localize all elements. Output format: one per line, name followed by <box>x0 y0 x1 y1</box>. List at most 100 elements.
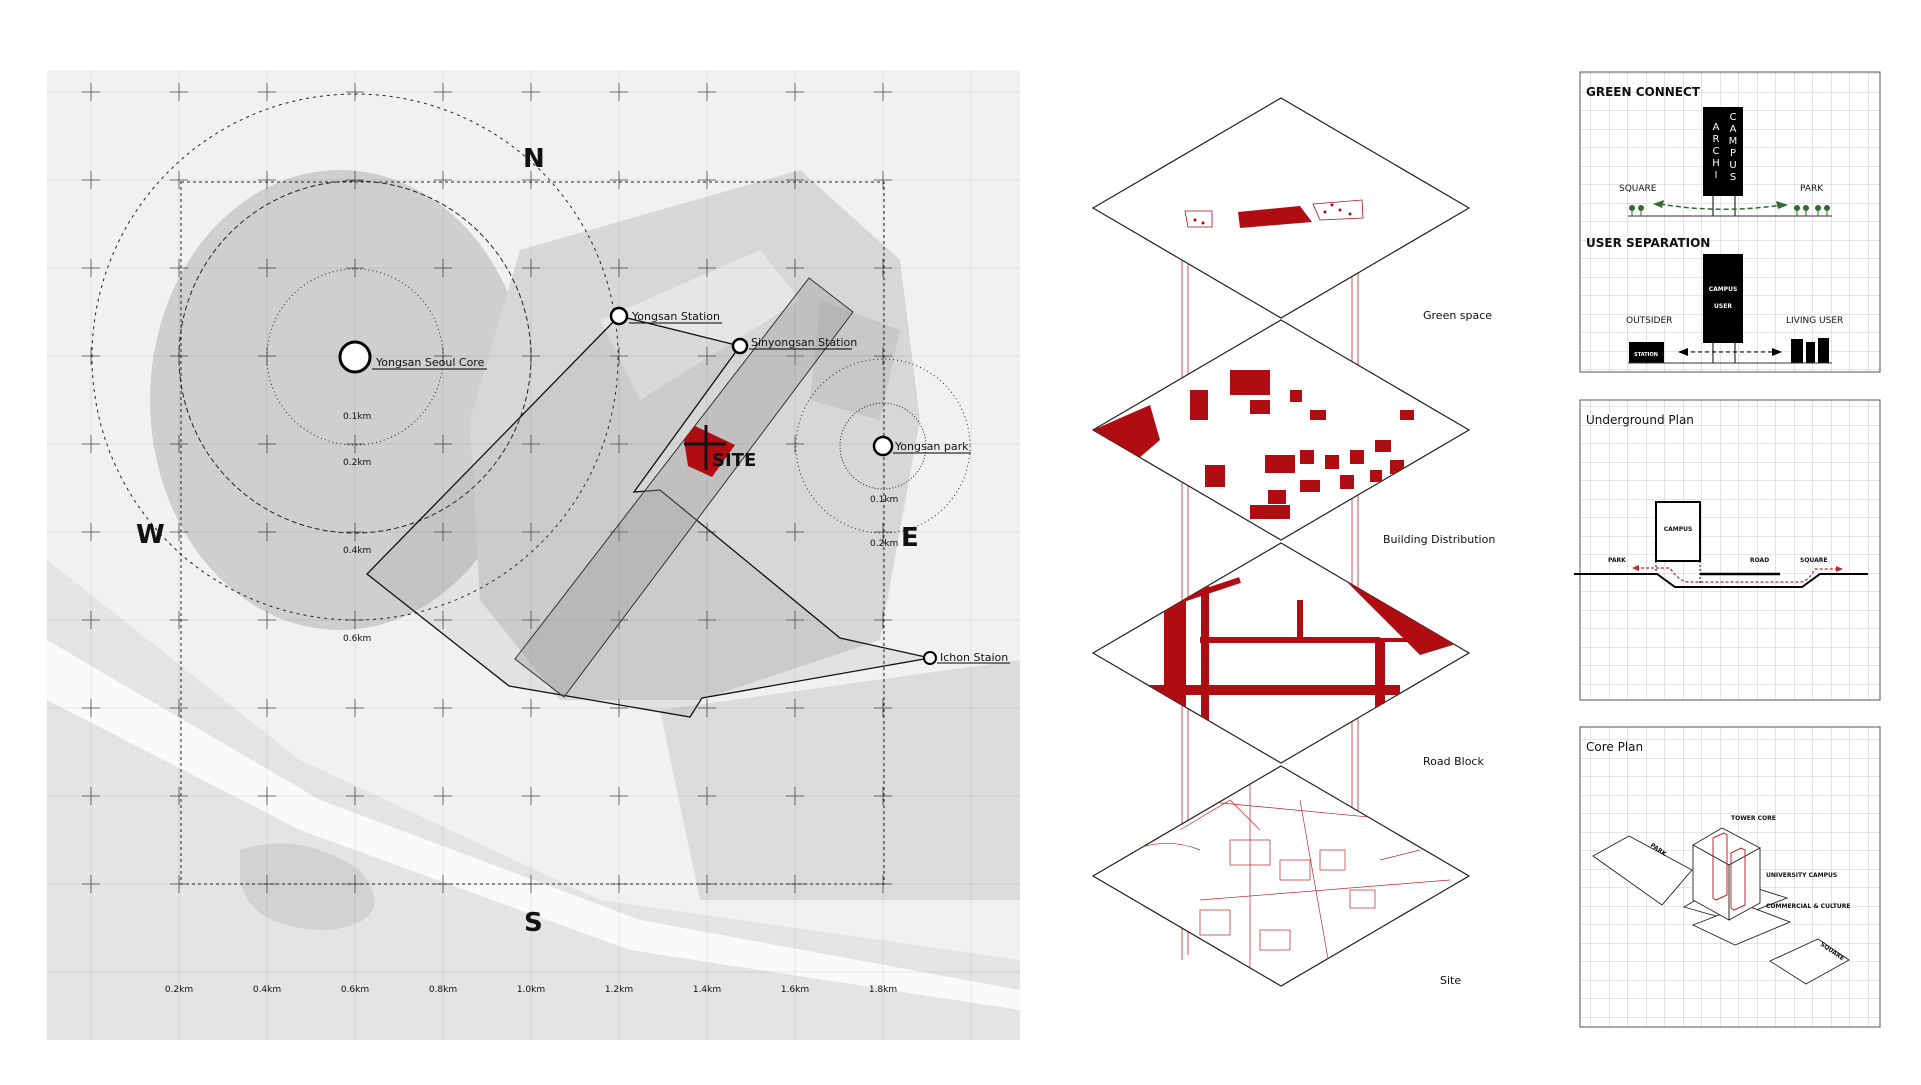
map-grid <box>47 70 1020 1040</box>
tower-core-label: TOWER CORE <box>1731 815 1776 822</box>
compass-south: S <box>524 908 543 938</box>
grid-crosshair <box>170 171 188 189</box>
tree-icons <box>1629 205 1830 216</box>
grid-crosshair <box>258 259 276 277</box>
grid-crosshair <box>82 259 100 277</box>
layer-label-green-space: Green space <box>1423 309 1492 322</box>
station-label: STATION <box>1634 352 1658 358</box>
grid-crosshair <box>610 259 628 277</box>
living-user-label: LIVING USER <box>1786 316 1843 326</box>
station-marker-icon <box>609 306 629 326</box>
grid-crosshair <box>874 347 892 365</box>
grid-crosshair <box>522 259 540 277</box>
grid-crosshair <box>874 83 892 101</box>
tower-cores <box>1712 832 1746 911</box>
grid-crosshair <box>786 259 804 277</box>
grid-crosshair <box>610 347 628 365</box>
grid-crosshair <box>346 259 364 277</box>
campus-user-block <box>1703 254 1743 343</box>
user-separation-title: USER SEPARATION <box>1586 236 1710 250</box>
place-sinyongsan-station: Sinyongsan Station <box>731 336 857 355</box>
station-marker-icon <box>731 337 749 355</box>
grid-crosshair <box>346 171 364 189</box>
compass-west: W <box>136 520 165 550</box>
grid-crosshair <box>874 523 892 541</box>
place-ichon-station: Ichon Staion <box>923 651 1010 665</box>
grid-crosshair <box>610 787 628 805</box>
layer-label-building-distribution: Building Distribution <box>1383 533 1495 546</box>
grid-crosshair <box>346 787 364 805</box>
grid-crosshair <box>434 787 452 805</box>
grid-crosshair <box>522 787 540 805</box>
grid-crosshair <box>170 875 188 893</box>
grid-crosshair <box>258 611 276 629</box>
grid-crosshair <box>698 875 716 893</box>
grid-crosshair <box>170 523 188 541</box>
housing-block <box>1818 338 1829 363</box>
grid-crosshair <box>170 699 188 717</box>
square-label: SQUARE <box>1800 557 1827 564</box>
arrow-right-icon <box>1772 348 1782 356</box>
grid-crosshair <box>258 83 276 101</box>
grid-crosshair <box>82 171 100 189</box>
radius-label: 0.1km <box>870 495 898 505</box>
grid-crosshair <box>874 787 892 805</box>
grid-crosshair <box>874 611 892 629</box>
ground-section-line <box>1574 573 1868 588</box>
grid-crosshair <box>874 699 892 717</box>
arrow-left-icon <box>1653 200 1664 208</box>
grid-crosshair <box>522 83 540 101</box>
distance-tick-label: 1.0km <box>517 985 545 995</box>
grid-crosshair <box>698 347 716 365</box>
grid-crosshair <box>786 83 804 101</box>
underground-route <box>1636 567 1840 583</box>
arrow-right-icon <box>1836 566 1843 572</box>
grid-crosshair <box>434 523 452 541</box>
grid-crosshair <box>698 171 716 189</box>
station-block <box>1629 342 1664 363</box>
grid-crosshair <box>698 523 716 541</box>
radius-label: 0.6km <box>343 634 371 644</box>
grid-crosshair <box>82 699 100 717</box>
grid-crosshair <box>786 523 804 541</box>
grid-crosshair <box>170 611 188 629</box>
layer-stack: Green space Building Distribution <box>1091 97 1495 987</box>
grid-crosshair <box>258 523 276 541</box>
place-yongsan-park: Yongsan park <box>872 435 971 457</box>
grid-crosshair <box>610 171 628 189</box>
grid-crosshair <box>522 611 540 629</box>
site-parcel <box>684 426 735 477</box>
core-radius-rings <box>91 93 971 621</box>
radius-label: 0.2km <box>343 458 371 468</box>
grid-crosshair <box>434 611 452 629</box>
compass-labels: N S W E <box>136 144 919 938</box>
panel-core-plan: Core Plan TOWER CORE UNIVERSITY CAMPUS C… <box>1579 726 1881 1028</box>
grid-crosshair <box>698 787 716 805</box>
core-plan-title: Core Plan <box>1586 740 1643 754</box>
park-marker-icon <box>872 435 894 457</box>
archi-campus-block <box>1703 107 1743 196</box>
grid-crosshair <box>698 611 716 629</box>
grid-crosshair <box>610 611 628 629</box>
grid-crosshair <box>170 435 188 453</box>
grid-crosshair <box>874 259 892 277</box>
grid-crosshair <box>786 699 804 717</box>
square-label: SQUARE <box>1619 184 1657 194</box>
grid-crosshair <box>82 347 100 365</box>
compass-north: N <box>523 144 545 174</box>
green-flow-arrow <box>1659 203 1783 210</box>
grid-crosshair <box>258 787 276 805</box>
distance-tick-label: 1.8km <box>869 985 897 995</box>
site-crosshair-icon <box>684 425 726 470</box>
grid-crosshair <box>346 699 364 717</box>
grid-crosshair <box>434 435 452 453</box>
green-connect-title: GREEN CONNECT <box>1586 85 1701 99</box>
grid-crosshair <box>786 435 804 453</box>
core-radius-labels: 0.1km 0.2km 0.4km 0.6km 0.1km 0.2km <box>343 412 898 644</box>
park-label: PARK <box>1608 557 1626 564</box>
distance-tick-label: 1.4km <box>693 985 721 995</box>
grid-crosshair <box>170 83 188 101</box>
grid-crosshair <box>258 171 276 189</box>
grid-crosshair <box>786 787 804 805</box>
grid-crosshair <box>434 875 452 893</box>
